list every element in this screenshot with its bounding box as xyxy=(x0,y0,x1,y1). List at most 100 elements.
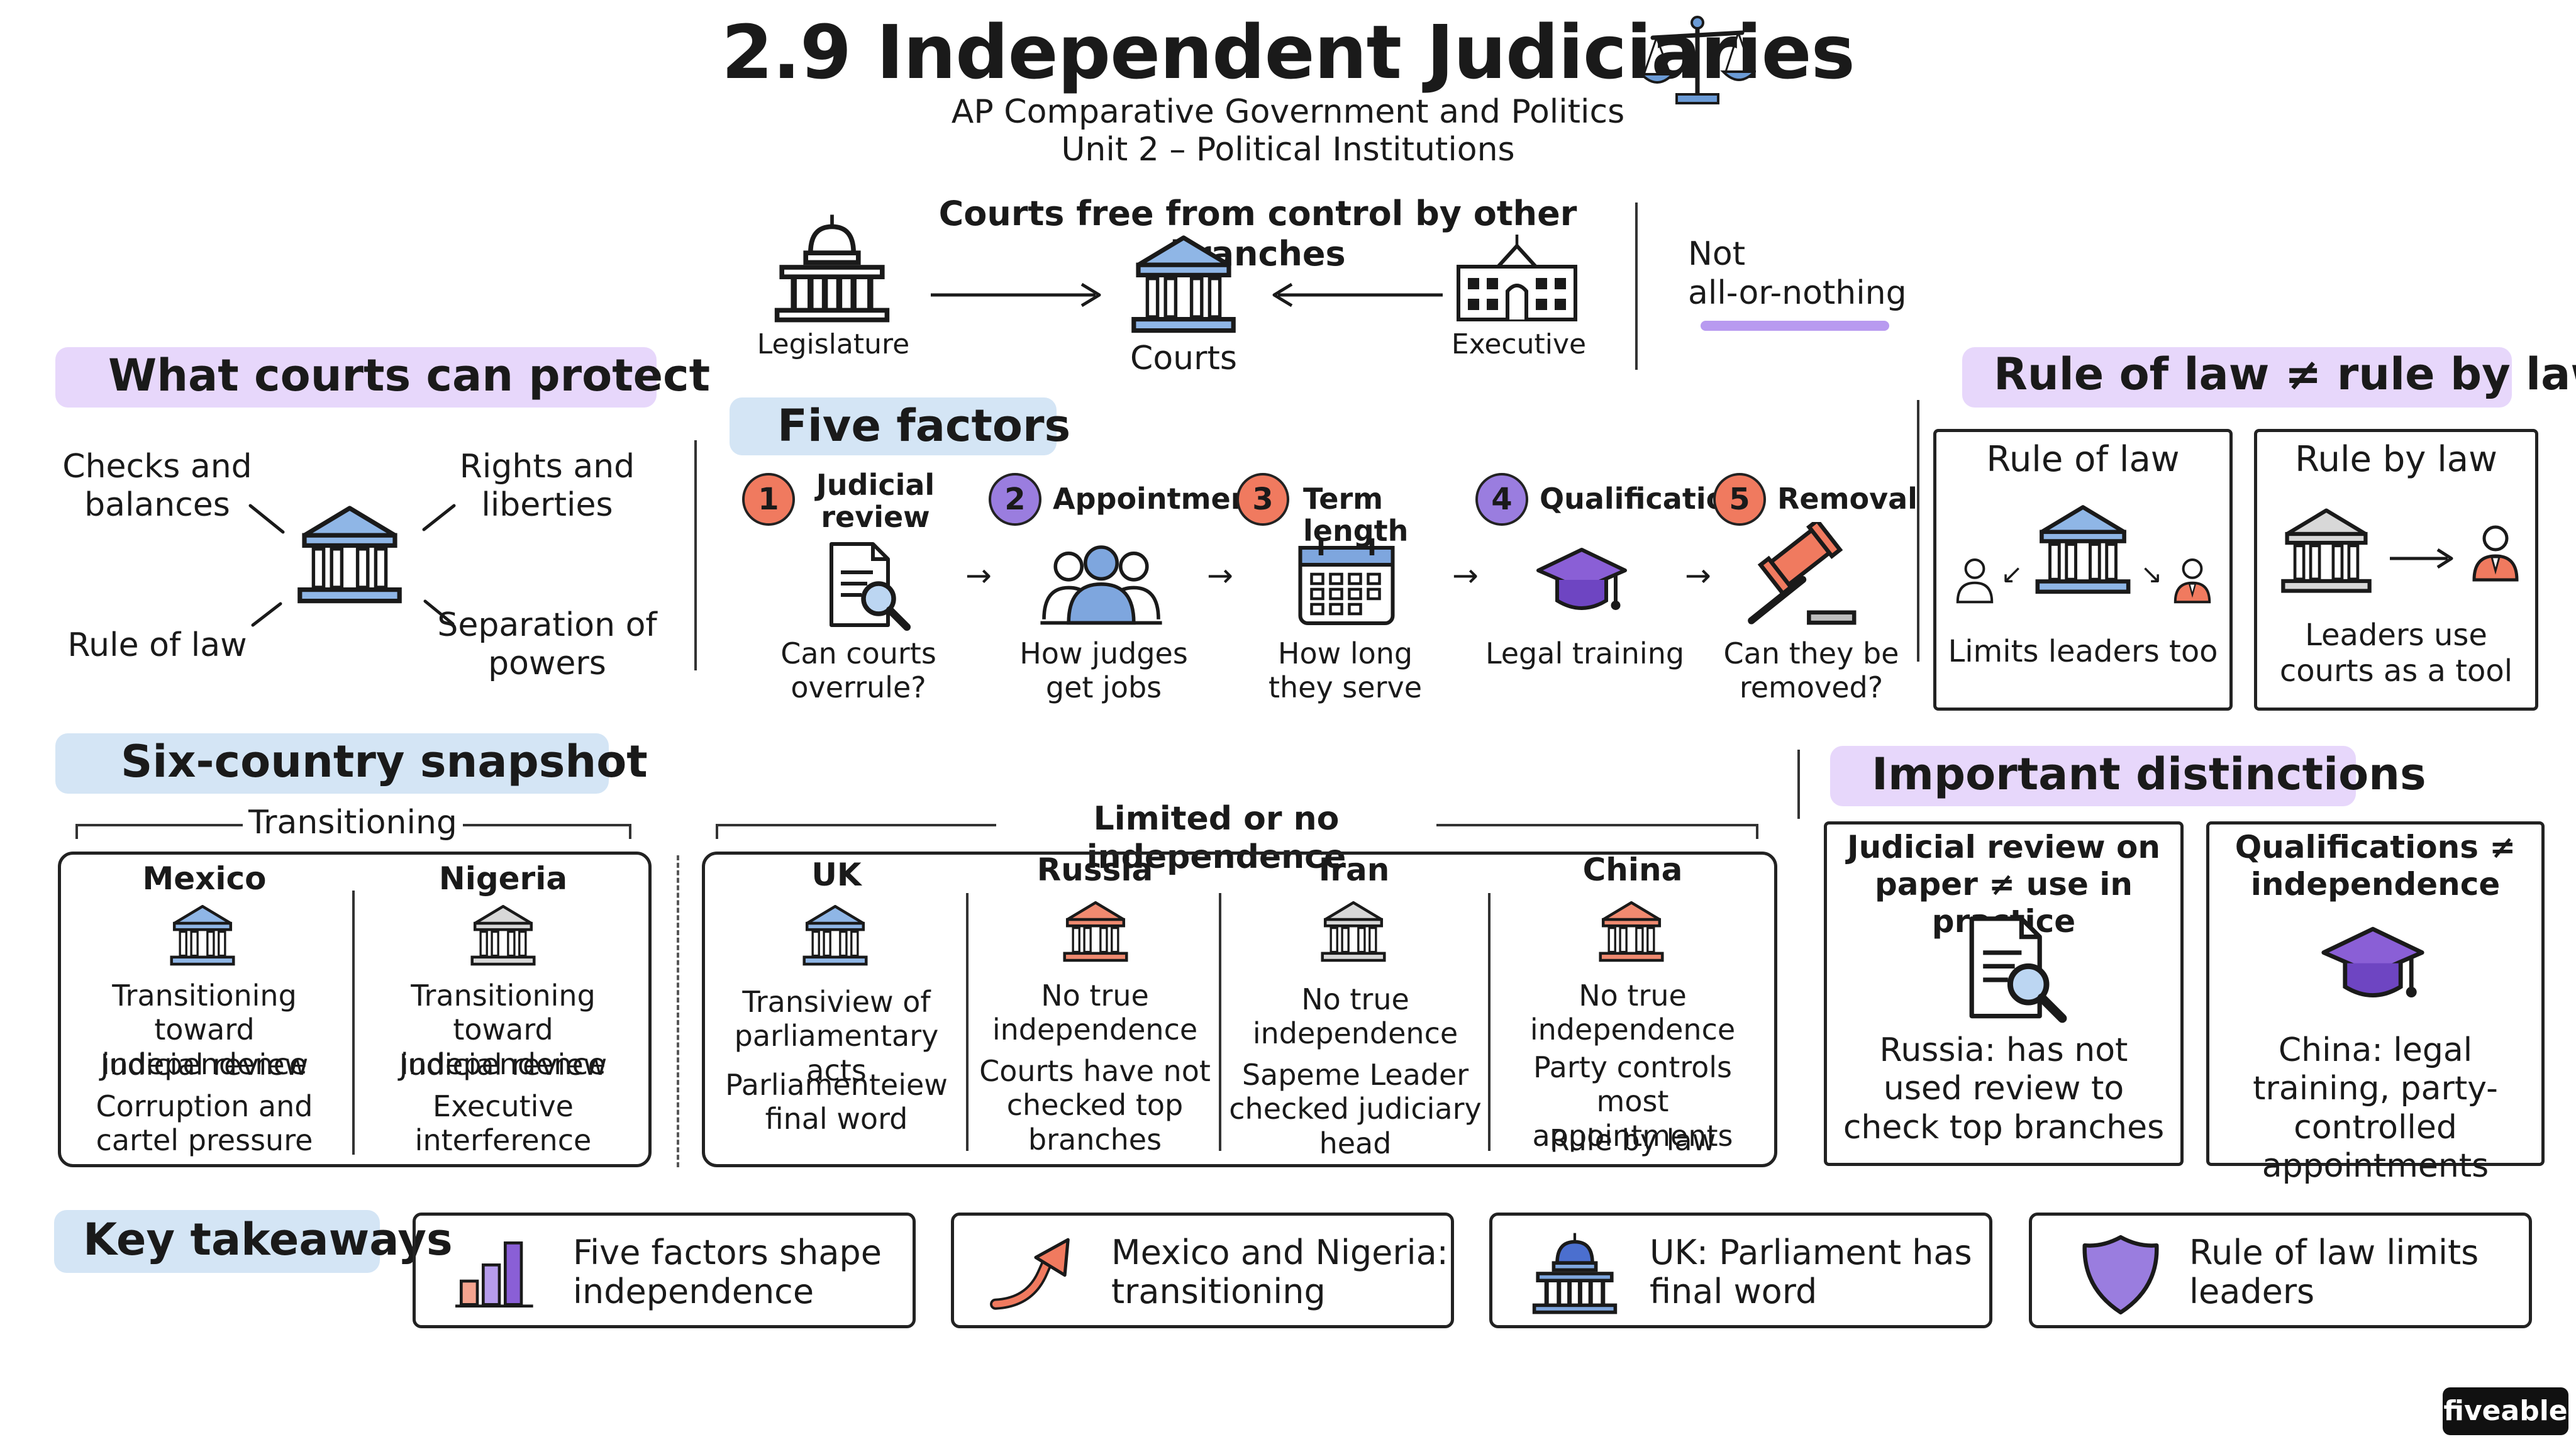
leader-person-icon xyxy=(2167,548,2218,611)
branches-caption: Courts free from control by other branch… xyxy=(938,194,1577,274)
subtitle-unit: Unit 2 – Political Institutions xyxy=(1061,131,1515,169)
china-line-2: Party controls most appointments xyxy=(1532,1050,1733,1153)
protect-checks-balances: Checks and balances xyxy=(62,448,252,525)
factor-label-qualifications: Qualifications xyxy=(1540,482,1764,516)
takeaway-text: Five factors shape independence xyxy=(573,1233,882,1312)
subtitle-course: AP Comparative Government and Politics xyxy=(951,93,1625,131)
mexico-status: Transitioning toward independence xyxy=(101,979,308,1081)
arrow-left-icon xyxy=(1272,282,1443,308)
distinction-qualifications-title: Qualifications ≠ independence xyxy=(2235,829,2516,902)
flow-arrow-2: → xyxy=(1207,557,1233,594)
protect-separation-powers: Separation of powers xyxy=(437,606,657,683)
citizen-person-icon xyxy=(1950,548,2000,611)
distinction-review-panel xyxy=(1824,821,2184,1166)
snapshot-heading: Six-country snapshot xyxy=(121,736,648,787)
calendar-icon xyxy=(1298,538,1395,625)
takeaway-rule-of-law: Rule of law limits leaders xyxy=(2029,1213,2532,1328)
factor-number-2: 2 xyxy=(989,473,1041,526)
factor-label-term-length: Term length xyxy=(1303,482,1409,548)
factor-number-4: 4 xyxy=(1475,473,1528,526)
scales-of-justice-icon xyxy=(1639,16,1756,104)
flow-arrow-1: → xyxy=(965,557,992,594)
country-nigeria: Nigeria xyxy=(438,860,568,897)
rule-heading-highlight xyxy=(1962,347,2512,408)
document-search-icon xyxy=(809,538,922,633)
left-divider xyxy=(694,440,697,670)
rule-heading: Rule of law ≠ rule by law xyxy=(1994,348,2576,400)
distinctions-heading: Important distinctions xyxy=(1872,748,2426,800)
country-mexico: Mexico xyxy=(142,860,267,897)
transitioning-box xyxy=(58,852,652,1167)
limited-box xyxy=(702,852,1777,1167)
country-uk: UK xyxy=(811,857,862,893)
factor-desc-term-length: How long they serve xyxy=(1268,636,1423,705)
connector-lines xyxy=(248,504,456,627)
factor-number-1: 1 xyxy=(742,473,795,526)
limited-divider-1 xyxy=(966,893,969,1151)
bar-chart-icon xyxy=(455,1241,533,1307)
rule-by-law-title: Rule by law xyxy=(2295,439,2497,480)
arrow-right-icon xyxy=(2390,548,2453,569)
protect-rights-liberties: Rights and liberties xyxy=(459,448,635,525)
takeaway-uk-parliament: UK: Parliament has final word xyxy=(1489,1213,1992,1328)
leader-person-icon xyxy=(2464,513,2527,591)
snapshot-dashed-divider xyxy=(677,855,679,1167)
mexico-review: Judicial review xyxy=(100,1048,309,1082)
factor-number-5: 5 xyxy=(1713,473,1766,526)
rule-of-law-panel xyxy=(1933,429,2233,711)
note-underline xyxy=(1701,321,1889,331)
graduation-cap-icon xyxy=(1522,535,1641,629)
nigeria-status: Transitioning toward independence xyxy=(400,979,606,1081)
rule-of-law-title: Rule of law xyxy=(1986,439,2180,480)
factor-label-judicial-review: Judicial review xyxy=(816,468,935,534)
courts-building-icon xyxy=(1314,896,1392,966)
country-iran: Iran xyxy=(1318,852,1390,888)
factor-desc-judicial-review: Can courts overrule? xyxy=(780,636,936,705)
factor-label-appointments: Appointments xyxy=(1053,482,1282,516)
russia-line-2: Courts have not checked top branches xyxy=(979,1054,1211,1157)
people-group-icon xyxy=(1040,545,1162,625)
flow-arrow-4: → xyxy=(1685,557,1711,594)
legislature-capitol-icon xyxy=(774,214,890,323)
takeaway-five-factors: Five factors shape independence xyxy=(413,1213,916,1328)
courts-building-icon xyxy=(2273,501,2380,599)
protect-heading-highlight xyxy=(55,347,657,408)
takeaway-mexico-nigeria: Mexico and Nigeria: transitioning xyxy=(951,1213,1454,1328)
arrow-down-right-icon: ↘ xyxy=(2140,558,2163,589)
nigeria-interference: Executive interference xyxy=(414,1089,592,1158)
rule-divider xyxy=(1917,400,1919,662)
protect-rule-of-law: Rule of law xyxy=(67,626,247,664)
factor-desc-qualifications: Legal training xyxy=(1485,636,1685,670)
factors-heading-highlight xyxy=(730,397,1057,455)
distinctions-divider xyxy=(1797,750,1800,819)
note-all-or-nothing: all-or-nothing xyxy=(1688,274,1907,312)
protect-heading: What courts can protect xyxy=(108,350,711,401)
rule-of-law-desc: Limits leaders too xyxy=(1948,634,2218,669)
takeaway-text: Mexico and Nigeria: transitioning xyxy=(1111,1233,1448,1312)
courts-building-icon xyxy=(1592,896,1670,966)
transitioning-inner-divider xyxy=(352,891,355,1155)
graduation-cap-icon xyxy=(2307,912,2439,1019)
top-divider xyxy=(1635,203,1638,370)
limited-label: Limited or no independence xyxy=(996,800,1436,877)
rule-by-law-panel xyxy=(2254,429,2538,711)
snapshot-heading-highlight xyxy=(55,733,609,794)
distinction-qualifications-panel xyxy=(2206,821,2545,1166)
executive-label: Executive xyxy=(1451,328,1587,360)
takeaway-text: Rule of law limits leaders xyxy=(2189,1233,2479,1312)
factor-desc-removal: Can they be removed? xyxy=(1723,636,1899,705)
page-title: 2.9 Independent Judiciaries xyxy=(721,9,1855,96)
executive-building-icon xyxy=(1457,235,1577,321)
uk-line-2: Parliamenteiew final word xyxy=(725,1068,948,1136)
fiveable-logo[interactable]: fiveable xyxy=(2443,1387,2568,1435)
courts-building-icon xyxy=(1057,896,1135,966)
distinction-qualifications-desc: China: legal training, party-controlled … xyxy=(2253,1031,2498,1185)
note-not: Not xyxy=(1688,235,1746,273)
russia-line-1: No true independence xyxy=(992,979,1198,1047)
courts-building-icon xyxy=(464,899,542,970)
distinction-review-desc: Russia: has not used review to check top… xyxy=(1843,1031,2165,1146)
mexico-pressure: Corruption and cartel pressure xyxy=(96,1089,313,1158)
distinctions-heading-highlight xyxy=(1830,746,2356,806)
courts-building-icon xyxy=(796,899,874,970)
legislature-label: Legislature xyxy=(757,328,910,360)
